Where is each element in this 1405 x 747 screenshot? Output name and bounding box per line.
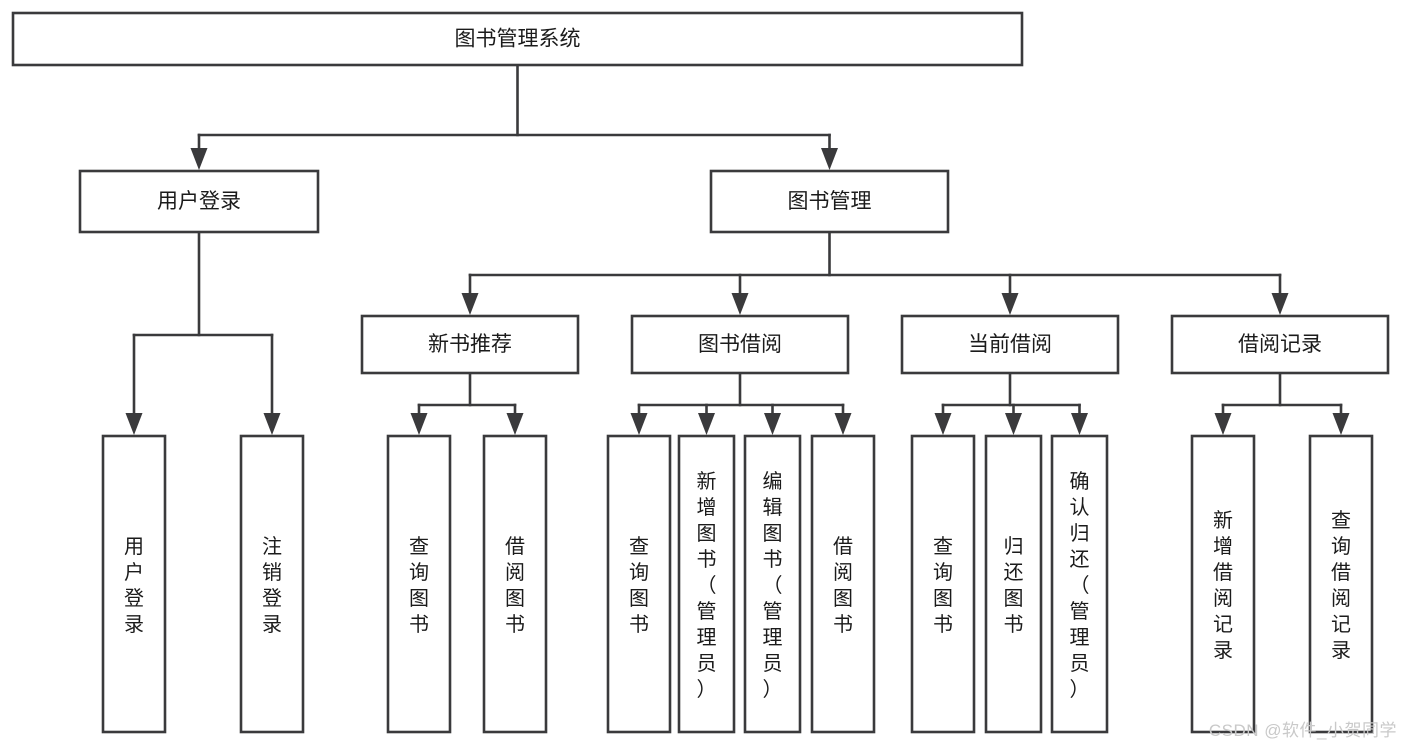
node-root[interactable]: 图书管理系统	[11, 11, 1024, 67]
edge-arrowhead	[834, 413, 852, 435]
node-new-book-rec[interactable]: 新书推荐	[360, 314, 580, 375]
node-leaf-borrow-book[interactable]: 借阅图书	[810, 434, 876, 734]
node-box	[1308, 434, 1374, 734]
node-box	[900, 314, 1120, 375]
node-box	[630, 314, 850, 375]
node-book-borrow[interactable]: 图书借阅	[630, 314, 850, 375]
edge-arrowhead	[125, 413, 143, 435]
node-user-login[interactable]: 用户登录	[78, 169, 320, 234]
node-box	[910, 434, 976, 734]
node-box	[482, 434, 548, 734]
node-leaf-user-login[interactable]: 用户登录	[101, 434, 167, 734]
node-label: 用户登录	[157, 190, 241, 213]
node-label: 查询借阅记录	[1331, 509, 1351, 662]
edge-arrowhead	[934, 413, 952, 435]
node-label: 编辑图书（管理员）	[763, 470, 783, 701]
node-box	[78, 169, 320, 234]
node-label: 当前借阅	[968, 333, 1052, 356]
node-box	[1190, 434, 1256, 734]
node-label: 归还图书	[1004, 535, 1024, 636]
node-label: 新增图书（管理员）	[697, 470, 717, 701]
edge-arrowhead	[630, 413, 648, 435]
edge-arrowhead	[1271, 293, 1289, 315]
node-box	[1050, 434, 1109, 734]
node-current-borrow[interactable]: 当前借阅	[900, 314, 1120, 375]
node-leaf-add-record[interactable]: 新增借阅记录	[1190, 434, 1256, 734]
edge-arrowhead	[461, 293, 479, 315]
node-leaf-confirm-return[interactable]: 确认归还（管理员）	[1050, 434, 1109, 734]
node-label: 图书借阅	[698, 333, 782, 356]
node-leaf-borrow-book-rec[interactable]: 借阅图书	[482, 434, 548, 734]
node-leaf-edit-book[interactable]: 编辑图书（管理员）	[743, 434, 802, 734]
edge-arrowhead	[764, 413, 781, 435]
nodes-layer: 图书管理系统用户登录图书管理新书推荐图书借阅当前借阅借阅记录用户登录注销登录查询…	[11, 11, 1390, 734]
node-box	[11, 11, 1024, 67]
node-label: 新增借阅记录	[1213, 509, 1233, 662]
node-box	[709, 169, 950, 234]
edge-arrowhead	[410, 413, 428, 435]
node-label: 注销登录	[262, 535, 282, 636]
node-label: 图书管理系统	[455, 28, 581, 51]
node-label: 查询图书	[933, 535, 953, 636]
node-label: 图书管理	[788, 190, 872, 213]
node-box	[606, 434, 672, 734]
node-label: 用户登录	[124, 536, 144, 636]
edge-arrowhead	[698, 413, 715, 435]
node-box	[239, 434, 305, 734]
edge-arrowhead	[1005, 413, 1022, 435]
node-borrow-record[interactable]: 借阅记录	[1170, 314, 1390, 375]
node-label: 查询图书	[629, 535, 649, 636]
node-box	[810, 434, 876, 734]
edge-arrowhead	[731, 293, 749, 315]
node-label: 新书推荐	[428, 333, 512, 356]
node-box	[984, 434, 1043, 734]
node-book-manage[interactable]: 图书管理	[709, 169, 950, 234]
node-box	[101, 434, 167, 734]
node-leaf-logout[interactable]: 注销登录	[239, 434, 305, 734]
edge-arrowhead	[1214, 413, 1232, 435]
node-box	[743, 434, 802, 734]
node-label: 查询图书	[409, 535, 429, 636]
edge-arrowhead	[1071, 413, 1088, 435]
node-label: 借阅图书	[505, 535, 525, 636]
edge-arrowhead	[506, 413, 524, 435]
node-box	[360, 314, 580, 375]
node-label: 借阅记录	[1238, 333, 1322, 356]
edge-arrowhead	[821, 148, 838, 170]
node-box	[386, 434, 452, 734]
edge-arrowhead	[1001, 293, 1019, 315]
node-leaf-query-book-cur[interactable]: 查询图书	[910, 434, 976, 734]
node-leaf-return-book[interactable]: 归还图书	[984, 434, 1043, 734]
node-label: 借阅图书	[833, 535, 853, 636]
edge-arrowhead	[1332, 413, 1350, 435]
node-leaf-query-record[interactable]: 查询借阅记录	[1308, 434, 1374, 734]
node-box	[677, 434, 736, 734]
edge-arrowhead	[190, 148, 208, 170]
node-box	[1170, 314, 1390, 375]
edge-arrowhead	[263, 413, 281, 435]
node-leaf-query-book[interactable]: 查询图书	[606, 434, 672, 734]
edges-layer	[125, 63, 1350, 435]
node-leaf-add-book[interactable]: 新增图书（管理员）	[677, 434, 736, 734]
node-leaf-query-book-rec[interactable]: 查询图书	[386, 434, 452, 734]
node-label: 确认归还（管理员）	[1070, 470, 1090, 701]
